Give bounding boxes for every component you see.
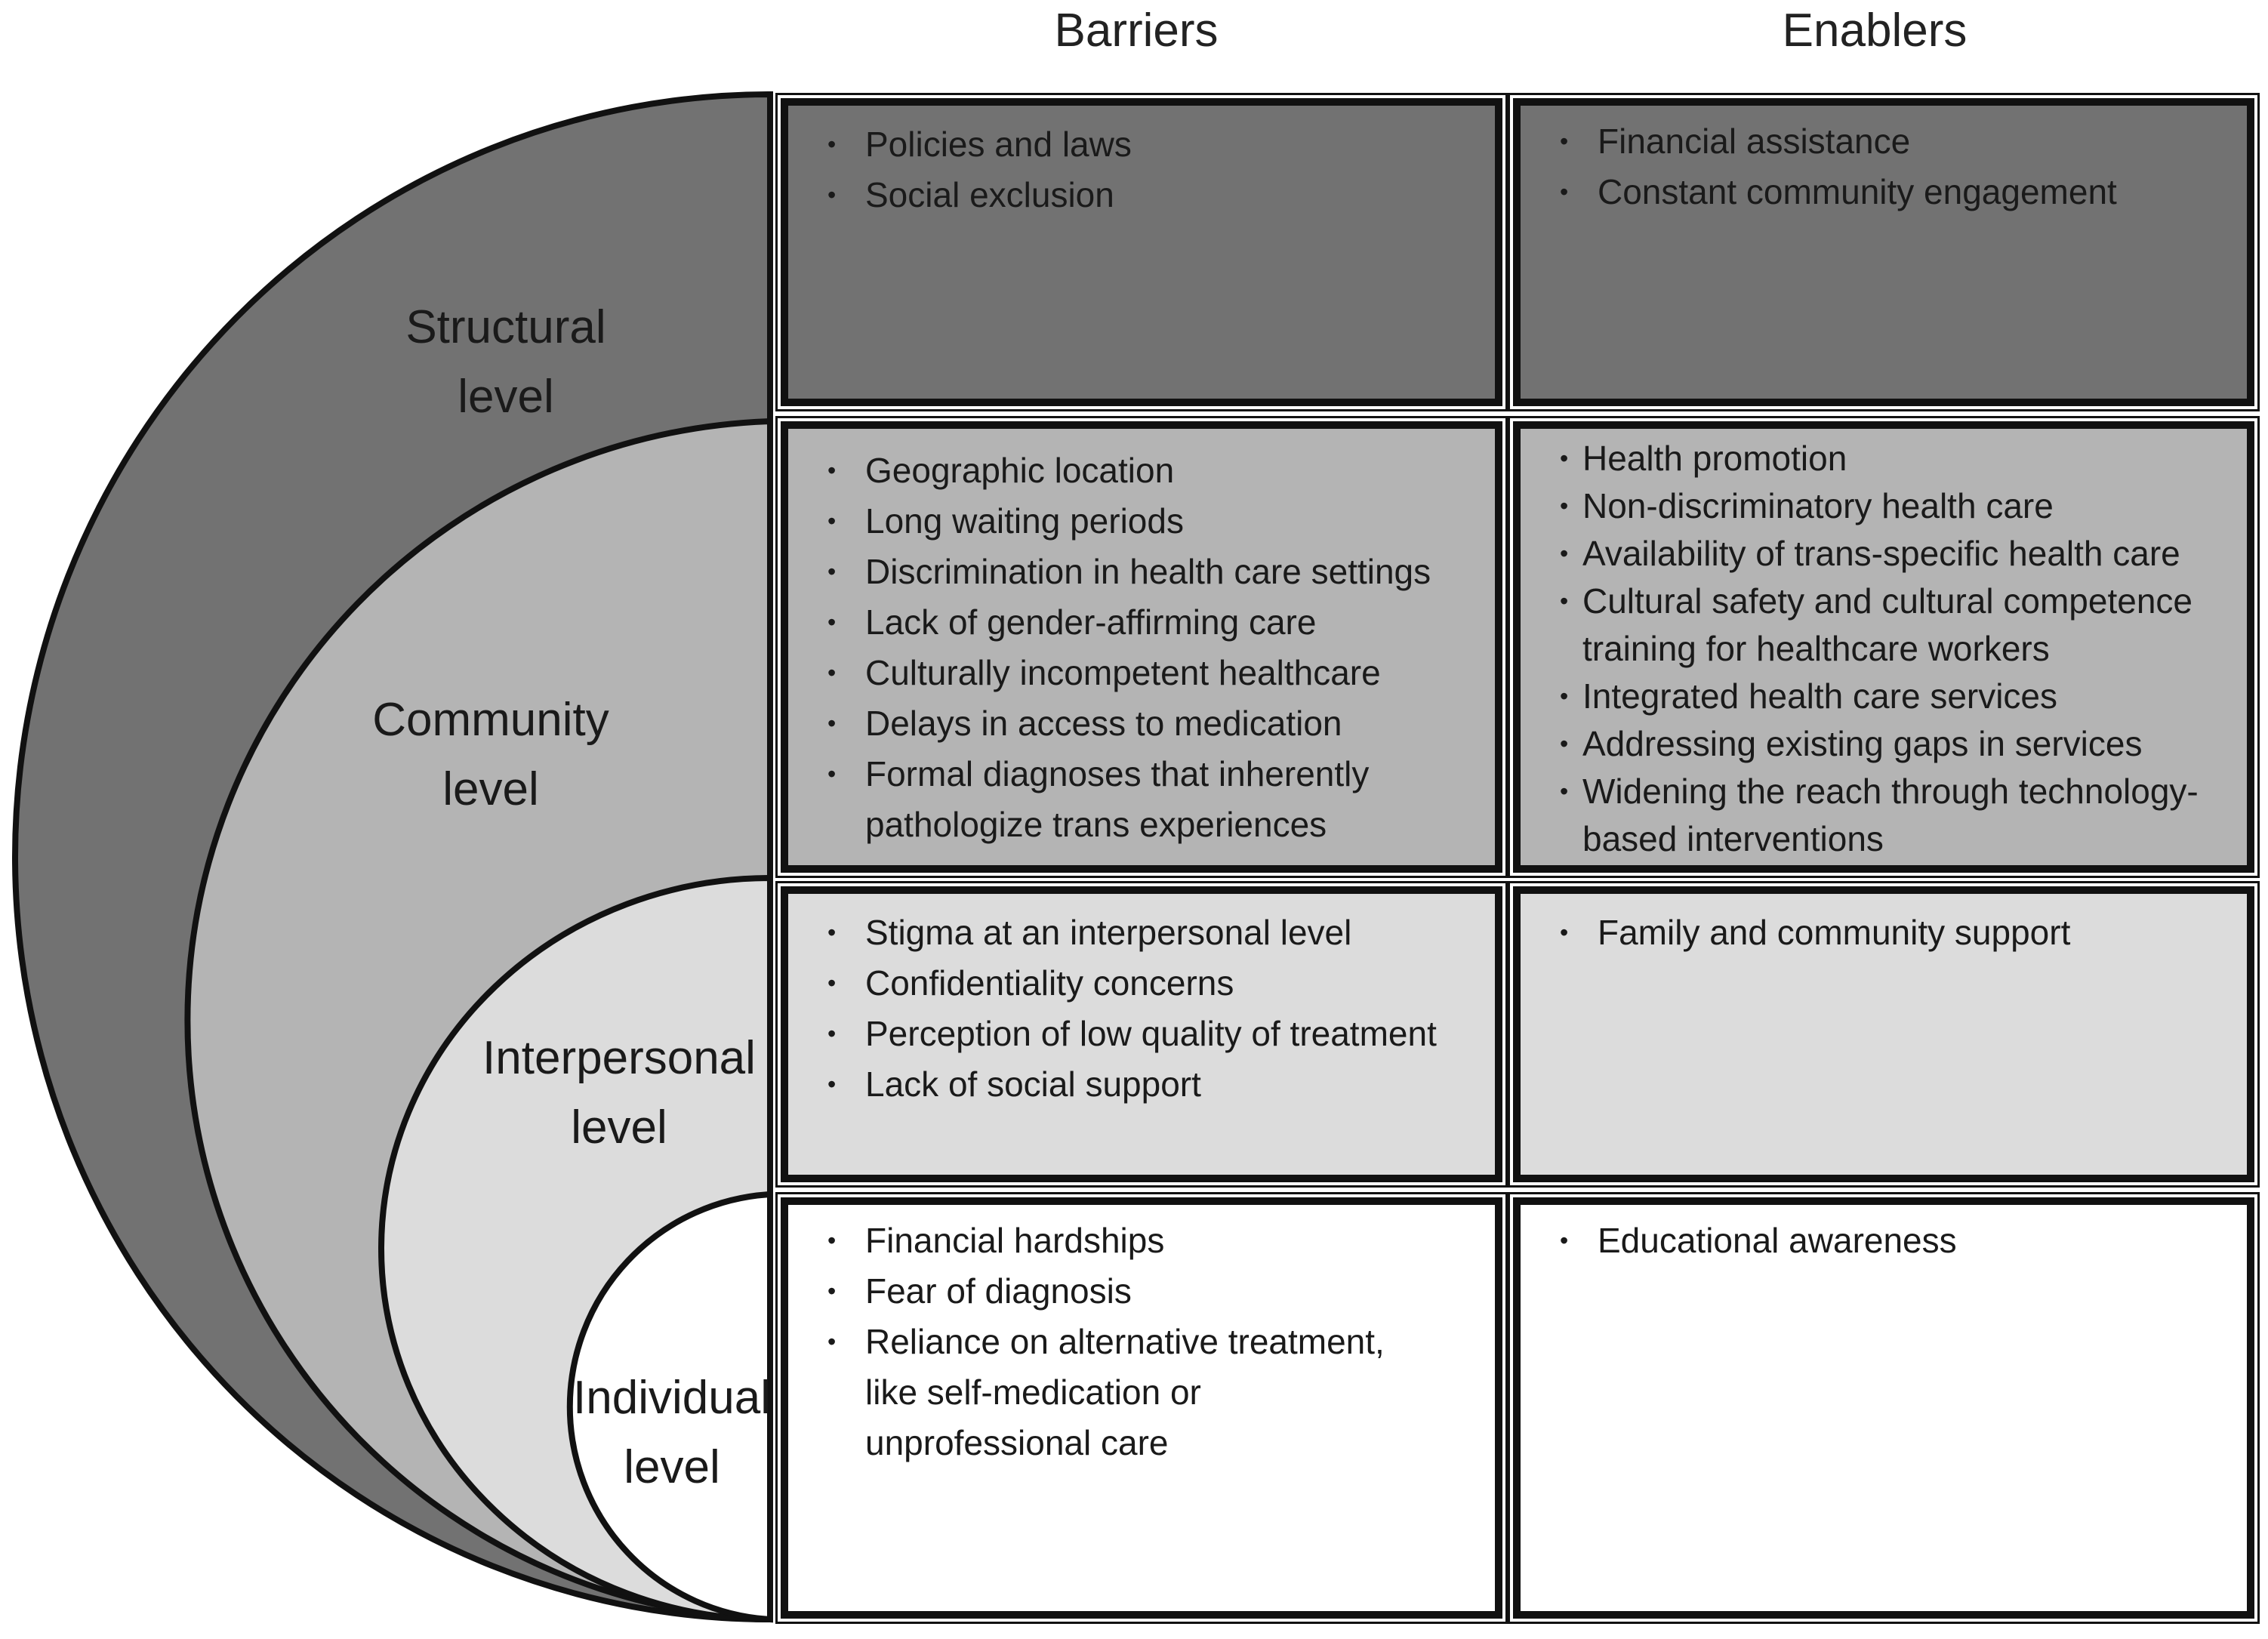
interpersonal-enablers-cell: Family and community support <box>1508 881 2260 1188</box>
interpersonal-level-label: Interpersonal level <box>482 1032 756 1154</box>
list-item: Financial hardships <box>788 1215 1495 1266</box>
list-item: Financial assistance <box>1521 116 2247 167</box>
individual-barriers-cell: Financial hardships Fear of diagnosis Re… <box>775 1192 1508 1624</box>
list-item: Integrated health care services <box>1521 673 2247 720</box>
list-item: Geographic location <box>788 445 1495 496</box>
list-item: Stigma at an interpersonal level <box>788 907 1495 958</box>
community-barriers-list: Geographic location Long waiting periods… <box>788 445 1495 850</box>
list-item: Availability of trans-specific health ca… <box>1521 530 2247 578</box>
list-item: Health promotion <box>1521 435 2247 482</box>
list-item: Long waiting periods <box>788 496 1495 547</box>
list-item: Culturally incompetent healthcare <box>788 648 1495 698</box>
list-item: Reliance on alternative treatment, like … <box>788 1317 1495 1468</box>
individual-enablers-cell: Educational awareness <box>1508 1192 2260 1624</box>
list-item: Social exclusion <box>788 170 1495 220</box>
individual-enablers-list: Educational awareness <box>1521 1215 2247 1266</box>
community-enablers-cell: Health promotion Non-discriminatory heal… <box>1508 416 2260 878</box>
list-item: Fear of diagnosis <box>788 1266 1495 1317</box>
interpersonal-barriers-list: Stigma at an interpersonal level Confide… <box>788 907 1495 1110</box>
list-item: Non-discriminatory health care <box>1521 482 2247 530</box>
individual-level-arc <box>566 1191 773 1623</box>
individual-level-label: Individual level <box>573 1372 771 1493</box>
list-item: Discrimination in health care settings <box>788 547 1495 597</box>
list-item: Constant community engagement <box>1521 167 2247 217</box>
list-item: Lack of gender-affirming care <box>788 597 1495 648</box>
structural-level-label: Structural level <box>405 301 606 423</box>
community-barriers-cell: Geographic location Long waiting periods… <box>775 416 1508 878</box>
list-item: Perception of low quality of treatment <box>788 1009 1495 1059</box>
interpersonal-barriers-cell: Stigma at an interpersonal level Confide… <box>775 881 1508 1188</box>
list-item: Widening the reach through technology-ba… <box>1521 768 2247 863</box>
community-level-label: Community level <box>372 694 609 815</box>
structural-barriers-list: Policies and laws Social exclusion <box>788 119 1495 220</box>
list-item: Confidentiality concerns <box>788 958 1495 1009</box>
list-item: Lack of social support <box>788 1059 1495 1110</box>
individual-barriers-list: Financial hardships Fear of diagnosis Re… <box>788 1215 1495 1468</box>
list-item: Policies and laws <box>788 119 1495 170</box>
structural-enablers-cell: Financial assistance Constant community … <box>1508 93 2260 411</box>
community-enablers-list: Health promotion Non-discriminatory heal… <box>1521 435 2247 863</box>
list-item: Formal diagnoses that inherently patholo… <box>788 749 1495 850</box>
list-item: Delays in access to medication <box>788 698 1495 749</box>
barriers-column-header: Barriers <box>1054 5 1219 57</box>
list-item: Educational awareness <box>1521 1215 2247 1266</box>
list-item: Addressing existing gaps in services <box>1521 720 2247 768</box>
list-item: Family and community support <box>1521 907 2247 958</box>
list-item: Cultural safety and cultural competence … <box>1521 578 2247 673</box>
structural-enablers-list: Financial assistance Constant community … <box>1521 116 2247 217</box>
interpersonal-enablers-list: Family and community support <box>1521 907 2247 958</box>
structural-barriers-cell: Policies and laws Social exclusion <box>775 93 1508 411</box>
enablers-column-header: Enablers <box>1782 5 1968 57</box>
